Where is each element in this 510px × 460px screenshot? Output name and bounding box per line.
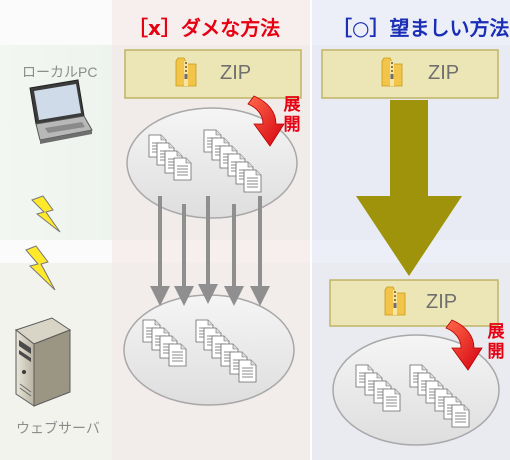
curved-arrow-icon bbox=[445, 319, 483, 371]
extract-label-good: 展 開 bbox=[486, 322, 506, 362]
good-method-header: ［○］望ましい方法 bbox=[332, 16, 510, 40]
upload-arrow-big bbox=[356, 100, 462, 276]
extract-label-char: 展 bbox=[487, 322, 505, 342]
document-icon bbox=[382, 388, 401, 412]
local-pc-label: ローカルPC bbox=[22, 64, 98, 80]
zip-banner-good-bottom bbox=[329, 279, 499, 327]
zip-label-bad: ZIP bbox=[220, 62, 252, 84]
lightning-icon bbox=[25, 195, 61, 291]
extract-label-bad: 展 開 bbox=[282, 95, 302, 135]
upload-arrows-many bbox=[150, 196, 270, 306]
bad-method-header: ［x］ダメな方法 bbox=[128, 16, 281, 40]
document-icon bbox=[243, 169, 262, 193]
local-pc-band bbox=[0, 45, 112, 240]
document-icon bbox=[451, 404, 470, 428]
extract-label-char: 開 bbox=[487, 342, 505, 362]
zip-label-good-top: ZIP bbox=[428, 62, 460, 84]
server-icon bbox=[14, 317, 72, 407]
zip-banner-good-top bbox=[321, 49, 499, 99]
web-server-label: ウェブサーバ bbox=[16, 420, 100, 436]
curved-arrow-icon bbox=[247, 95, 285, 147]
zip-label-good-bottom: ZIP bbox=[426, 291, 458, 313]
document-icon bbox=[168, 343, 187, 367]
laptop-icon bbox=[29, 79, 93, 144]
extract-label-char: 展 bbox=[283, 95, 301, 115]
zip-banner-bad bbox=[124, 49, 302, 99]
document-icon bbox=[238, 359, 257, 383]
extract-label-char: 開 bbox=[283, 115, 301, 135]
document-icon bbox=[173, 157, 192, 181]
